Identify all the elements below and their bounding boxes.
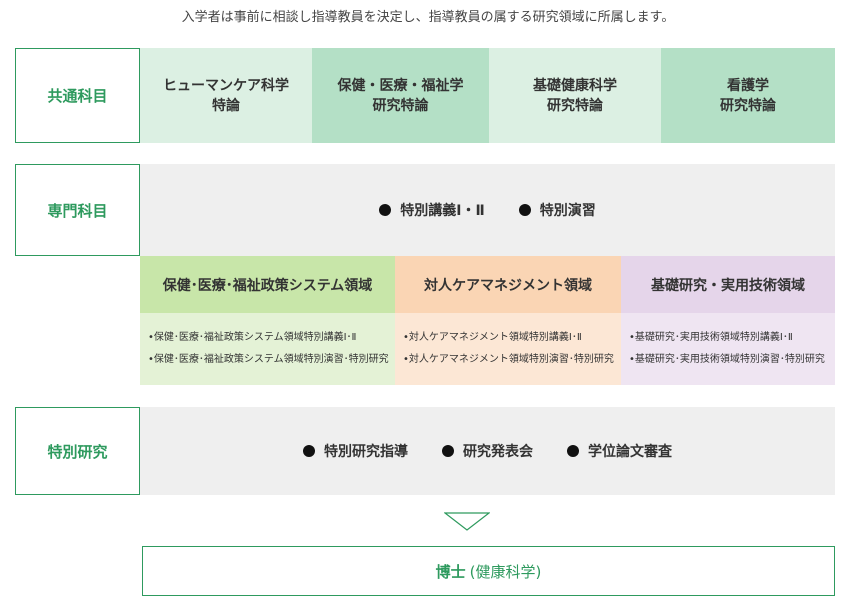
- research-item: 研究発表会: [442, 441, 533, 461]
- intro-text: 入学者は事前に相談し指導教員を決定し、指導教員の属する研究領域に所属します。: [181, 10, 675, 25]
- research-item-label: 特別研究指導: [324, 444, 408, 460]
- domain-body-care-management: •対人ケアマネジメント領域特別講義Ⅰ･Ⅱ •対人ケアマネジメント領域特別演習･特…: [395, 313, 621, 385]
- bullet-dot-icon: [518, 204, 531, 216]
- domain-line: •基礎研究･実用技術領域特別演習･特別研究: [629, 354, 825, 365]
- degree-box: 博士 (健康科学): [142, 546, 835, 596]
- domain-line: •対人ケアマネジメント領域特別演習･特別研究: [403, 354, 614, 365]
- specialized-items-row: 特別講義Ⅰ・Ⅱ 特別演習: [140, 164, 835, 256]
- degree-field: (健康科学): [469, 562, 542, 581]
- degree-title: 博士: [435, 562, 466, 581]
- specialized-item-label: 特別講義Ⅰ・Ⅱ: [400, 203, 485, 219]
- specialized-subjects-label: 専門科目: [15, 164, 140, 256]
- domain-body-basic-research: •基礎研究･実用技術領域特別講義Ⅰ･Ⅱ •基礎研究･実用技術領域特別演習･特別研…: [621, 313, 835, 385]
- domain-head-care-management: 対人ケアマネジメント領域: [395, 256, 621, 313]
- domain-head-policy-system: 保健･医療･福祉政策システム領域: [140, 256, 395, 313]
- specialized-item: 特別講義Ⅰ・Ⅱ: [379, 200, 485, 220]
- domain-line: •対人ケアマネジメント領域特別講義Ⅰ･Ⅱ: [403, 332, 582, 343]
- research-items-row: 特別研究指導 研究発表会 学位論文審査: [140, 407, 835, 495]
- domain-line: •保健･医療･福祉政策システム領域特別演習･特別研究: [148, 354, 389, 365]
- specialized-item: 特別演習: [518, 200, 596, 220]
- common-cell-health-welfare: 保健・医療・福祉学 研究特論: [312, 48, 489, 143]
- domain-head-basic-research: 基礎研究・実用技術領域: [621, 256, 835, 313]
- common-cell-basic-health: 基礎健康科学 研究特論: [489, 48, 661, 143]
- bullet-dot-icon: [303, 445, 315, 457]
- common-cell-human-care: ヒューマンケア科学 特論: [140, 48, 312, 143]
- down-arrow-icon: [444, 512, 490, 531]
- bullet-dot-icon: [567, 445, 579, 457]
- research-item-label: 学位論文審査: [588, 444, 672, 460]
- common-subjects-label: 共通科目: [15, 48, 140, 143]
- research-item: 学位論文審査: [567, 441, 672, 461]
- research-item: 特別研究指導: [303, 441, 408, 461]
- research-item-label: 研究発表会: [463, 444, 533, 460]
- bullet-dot-icon: [442, 445, 454, 457]
- bullet-dot-icon: [379, 204, 392, 216]
- special-research-label: 特別研究: [15, 407, 140, 495]
- domain-line: •保健･医療･福祉政策システム領域特別講義Ⅰ･Ⅱ: [148, 332, 357, 343]
- domain-line: •基礎研究･実用技術領域特別講義Ⅰ･Ⅱ: [629, 332, 793, 343]
- specialized-item-label: 特別演習: [539, 203, 596, 219]
- common-cell-nursing: 看護学 研究特論: [661, 48, 835, 143]
- domain-body-policy-system: •保健･医療･福祉政策システム領域特別講義Ⅰ･Ⅱ •保健･医療･福祉政策システム…: [140, 313, 395, 385]
